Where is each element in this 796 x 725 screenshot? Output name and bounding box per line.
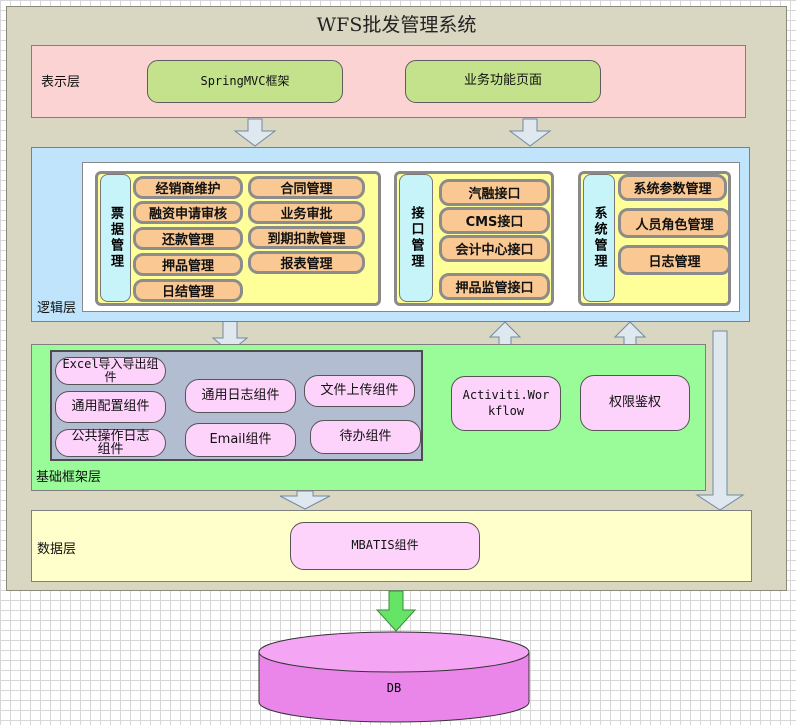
bill-item-dealer: 经销商维护 xyxy=(133,176,243,199)
logic-layer-label: 逻辑层 xyxy=(37,301,77,316)
diagram-title: WFS批发管理系统 xyxy=(316,14,477,36)
arrow-presentation-to-logic-2 xyxy=(508,118,552,147)
bill-item-finance-review: 融资申请审核 xyxy=(133,201,243,224)
springmvc-box: SpringMVC框架 xyxy=(147,60,343,103)
general-log-component: 通用日志组件 xyxy=(185,379,296,413)
business-pages-box: 业务功能页面 xyxy=(405,60,601,103)
system-item-params: 系统参数管理 xyxy=(618,174,727,201)
excel-import-export-component: Excel导入导出组件 xyxy=(55,357,166,385)
file-upload-component: 文件上传组件 xyxy=(304,375,415,407)
bill-item-report: 报表管理 xyxy=(248,251,365,274)
bill-item-approval: 业务审批 xyxy=(248,201,365,224)
presentation-layer-label: 表示层 xyxy=(41,75,81,90)
base-framework-layer-label: 基础框架层 xyxy=(36,470,102,485)
bill-item-contract: 合同管理 xyxy=(248,176,365,199)
interface-item-accounting: 会计中心接口 xyxy=(439,235,550,262)
bill-item-repayment: 还款管理 xyxy=(133,227,243,250)
system-item-roles: 人员角色管理 xyxy=(618,208,731,238)
activiti-workflow-component: Activiti.Workflow xyxy=(451,376,561,431)
data-layer-label: 数据层 xyxy=(37,542,77,557)
arrow-data-to-db xyxy=(375,590,417,632)
todo-component: 待办组件 xyxy=(310,420,421,454)
mbatis-component: MBATIS组件 xyxy=(290,522,480,570)
interface-item-collateral-supervision: 押品监管接口 xyxy=(439,273,550,300)
bill-item-collateral: 押品管理 xyxy=(133,253,243,276)
arrow-logic-to-data xyxy=(695,330,745,511)
operation-log-component: 公共操作日志组件 xyxy=(55,429,166,457)
bill-item-daily-close: 日结管理 xyxy=(133,279,243,302)
permission-auth-component: 权限鉴权 xyxy=(580,375,690,431)
system-management-label: 系统管理 xyxy=(583,174,615,302)
bill-item-due-deduction: 到期扣款管理 xyxy=(248,226,365,249)
interface-item-cms: CMS接口 xyxy=(439,207,550,234)
database-cylinder xyxy=(258,631,530,723)
email-component: Email组件 xyxy=(185,423,296,457)
interface-item-auto-finance: 汽融接口 xyxy=(439,179,550,206)
interface-management-label: 接口管理 xyxy=(399,174,433,302)
database-label: DB xyxy=(386,681,402,695)
arrow-presentation-to-logic-1 xyxy=(233,118,277,147)
system-item-logs: 日志管理 xyxy=(618,245,731,275)
arrow-base-to-data xyxy=(279,490,331,510)
config-component: 通用配置组件 xyxy=(55,391,166,423)
bill-management-label: 票据管理 xyxy=(100,174,131,302)
